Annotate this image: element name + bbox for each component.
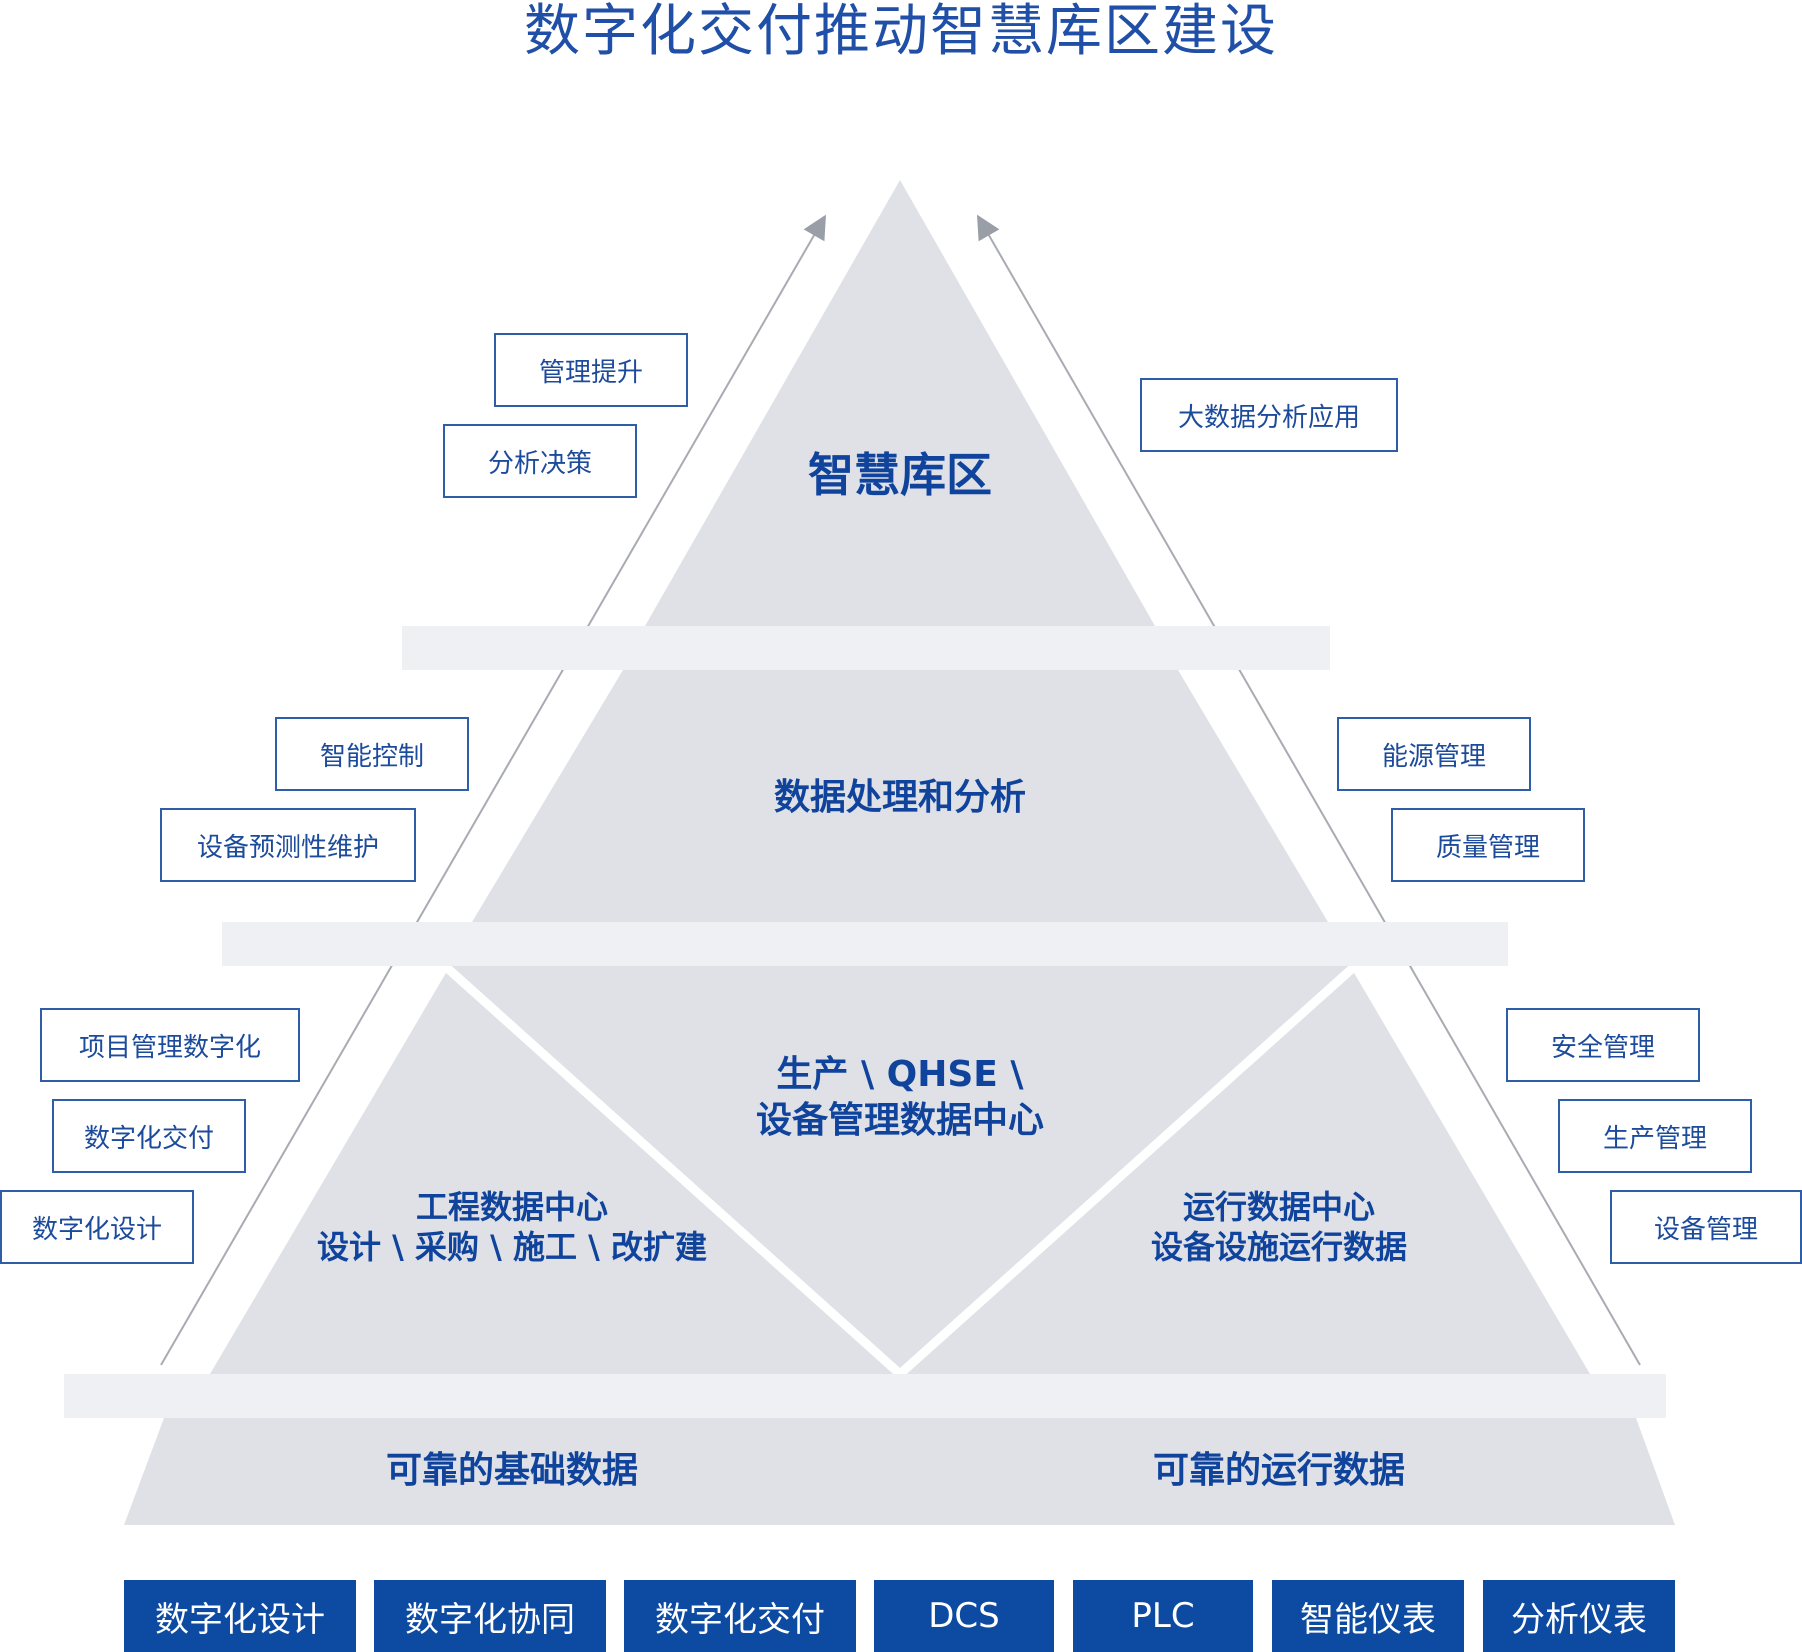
left-box-predictive-maintenance: 设备预测性维护	[160, 808, 416, 882]
right-box-quality-management: 质量管理	[1391, 808, 1585, 882]
right-arrow-line	[977, 214, 1641, 1366]
level1-text: 智慧库区	[808, 448, 992, 502]
pyramid-top-tier	[645, 180, 1155, 626]
level3-left-line1: 工程数据中心	[415, 1188, 609, 1226]
level3-left-line2: 设计 \ 采购 \ 施工 \ 改扩建	[317, 1228, 707, 1266]
level2-label: 数据处理和分析	[774, 776, 1026, 820]
level3-left-label: 工程数据中心 设计 \ 采购 \ 施工 \ 改扩建	[317, 1187, 707, 1267]
level3-center-line1: 生产 \ QHSE \	[776, 1054, 1024, 1095]
left-box-analysis-decision: 分析决策	[443, 424, 637, 498]
level3-center-line2: 设备管理数据中心	[755, 1100, 1045, 1141]
left-box-management-improvement: 管理提升	[494, 333, 688, 407]
pyramid-base-tier	[124, 1418, 1675, 1525]
base-left-label: 可靠的基础数据	[386, 1449, 638, 1493]
bottom-item-smart-instruments: 智能仪表	[1272, 1580, 1464, 1652]
bottom-item-digital-collaboration: 数字化协同	[374, 1580, 606, 1652]
band-1	[402, 626, 1330, 670]
bottom-item-dcs: DCS	[874, 1580, 1054, 1652]
right-box-safety-management: 安全管理	[1506, 1008, 1700, 1082]
right-box-equipment-management: 设备管理	[1610, 1190, 1802, 1264]
bottom-item-digital-design: 数字化设计	[124, 1580, 356, 1652]
bottom-item-digital-delivery: 数字化交付	[624, 1580, 856, 1652]
level3-center-label: 生产 \ QHSE \ 设备管理数据中心	[756, 1052, 1044, 1144]
bottom-item-plc: PLC	[1073, 1580, 1253, 1652]
left-box-digital-design: 数字化设计	[0, 1190, 194, 1264]
level2-text: 数据处理和分析	[773, 777, 1027, 818]
band-2	[222, 922, 1508, 966]
level3-right-line2: 设备设施运行数据	[1150, 1228, 1408, 1266]
base-right-text: 可靠的运行数据	[1152, 1450, 1406, 1491]
right-box-big-data-analytics: 大数据分析应用	[1140, 378, 1398, 452]
bottom-item-analytical-instruments: 分析仪表	[1483, 1580, 1675, 1652]
level3-right-line1: 运行数据中心	[1182, 1188, 1376, 1226]
left-box-smart-control: 智能控制	[275, 717, 469, 791]
left-arrow-line	[160, 214, 827, 1366]
pyramid-second-tier	[472, 670, 1328, 922]
right-box-production-management: 生产管理	[1558, 1099, 1752, 1173]
left-box-project-digitalization: 项目管理数字化	[40, 1008, 300, 1082]
page-title: 数字化交付推动智慧库区建设	[524, 0, 1278, 64]
band-3	[64, 1374, 1666, 1418]
base-right-label: 可靠的运行数据	[1153, 1449, 1405, 1493]
base-left-text: 可靠的基础数据	[385, 1450, 639, 1491]
right-box-energy-management: 能源管理	[1337, 717, 1531, 791]
left-box-digital-delivery: 数字化交付	[52, 1099, 246, 1173]
level3-right-label: 运行数据中心 设备设施运行数据	[1151, 1187, 1407, 1267]
level1-label: 智慧库区	[808, 448, 992, 502]
